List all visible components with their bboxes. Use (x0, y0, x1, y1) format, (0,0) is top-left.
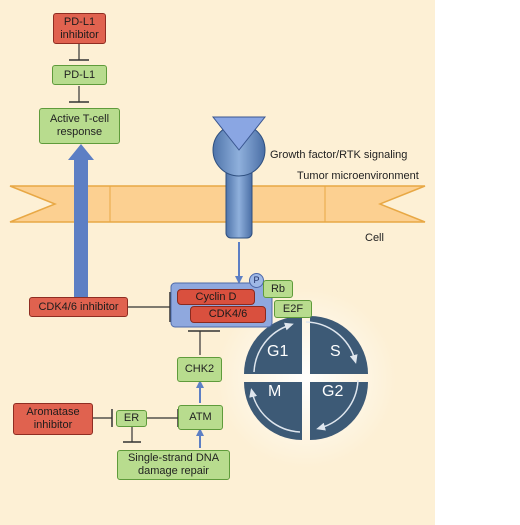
cyclin-d-node: Cyclin D (177, 289, 255, 305)
ssdna-repair-node: Single-strand DNA damage repair (117, 450, 230, 480)
phase-m: M (268, 383, 282, 400)
growth-factor-label: Growth factor/RTK signaling (270, 149, 408, 161)
background-margin (435, 0, 520, 525)
phase-g1: G1 (267, 343, 289, 360)
arrow-cdk46-to-tcell-head (68, 144, 94, 160)
cell-membrane (9, 185, 426, 223)
atm-node: ATM (178, 405, 223, 430)
phase-g2: G2 (322, 383, 344, 400)
pdl1-node: PD-L1 (52, 65, 107, 85)
cell-cycle-wheel (216, 288, 396, 468)
tumor-microenvironment-label: Tumor microenvironment (297, 170, 419, 182)
aromatase-inhibitor-node: Aromatase inhibitor (13, 403, 93, 435)
phase-s: S (330, 343, 341, 360)
cdk46-node: CDK4/6 (190, 306, 266, 323)
rtk-receptor (211, 116, 267, 239)
tcell-response-node: Active T-cell response (39, 108, 120, 144)
e2f-node: E2F (274, 300, 312, 318)
phosphate-badge: P (249, 273, 264, 288)
er-node: ER (116, 410, 147, 427)
rb-node: Rb (263, 280, 293, 298)
cdk46-inhibitor-node: CDK4/6 inhibitor (29, 297, 128, 317)
cell-label: Cell (365, 232, 384, 244)
arrow-cdk46-to-tcell-shaft (74, 160, 88, 298)
chk2-node: CHK2 (177, 357, 222, 382)
pdl1-inhibitor-node: PD-L1 inhibitor (53, 13, 106, 44)
